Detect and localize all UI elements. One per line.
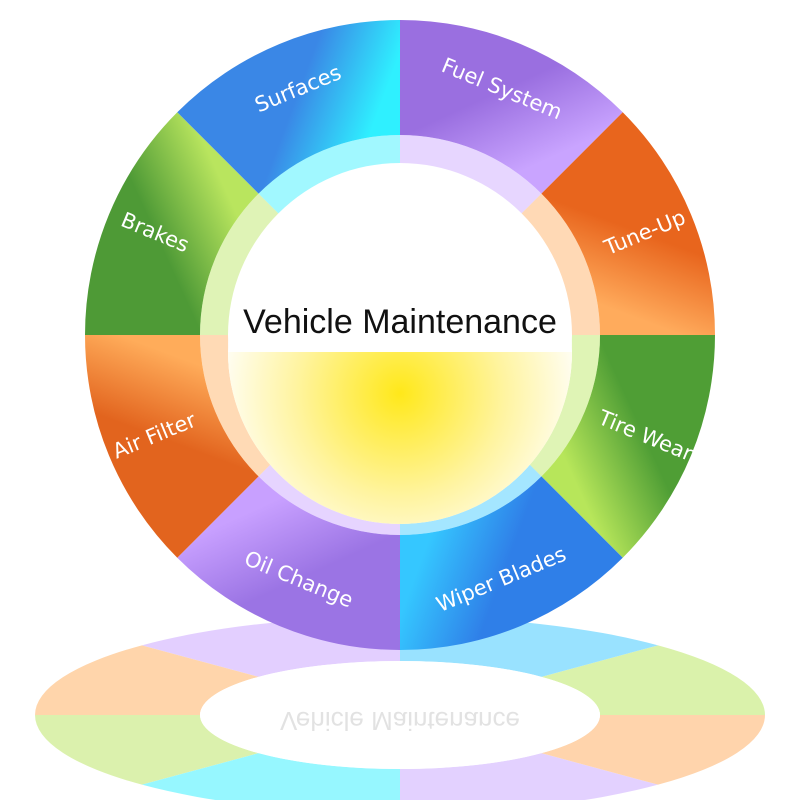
segment-brakes xyxy=(85,112,259,336)
segment-fuel-system xyxy=(400,20,623,194)
segment-wiper-blades xyxy=(400,476,623,650)
inner-ring-piece-tune-up xyxy=(521,193,600,335)
segment-surfaces xyxy=(177,20,400,194)
wheel-segments xyxy=(85,20,715,650)
reflection-center xyxy=(200,661,600,769)
wheel-reflection: Vehicle Maintenance xyxy=(35,616,765,800)
reflection-segment-tire-wear xyxy=(541,645,765,715)
inner-ring-piece-fuel-system xyxy=(400,135,542,214)
segment-oil-change xyxy=(177,476,400,650)
center-disc-glow xyxy=(228,352,572,524)
segment-tune-up xyxy=(541,112,715,336)
reflection-segment-tune-up xyxy=(541,715,765,785)
reflection-segment-air-filter xyxy=(35,645,259,715)
center-title: Vehicle Maintenance xyxy=(243,303,557,341)
reflection-center-title: Vehicle Maintenance xyxy=(280,706,520,736)
reflection-segment-surfaces xyxy=(141,753,400,800)
reflection-wheel xyxy=(35,616,765,800)
reflection-segment-fuel-system xyxy=(400,753,659,800)
segment-tire-wear xyxy=(541,335,715,558)
segment-air-filter xyxy=(85,335,259,558)
inner-ring-piece-brakes xyxy=(200,193,279,335)
reflection-segment-brakes xyxy=(35,715,259,785)
center-hub: Vehicle Maintenance xyxy=(228,180,572,524)
inner-ring-piece-surfaces xyxy=(258,135,400,214)
